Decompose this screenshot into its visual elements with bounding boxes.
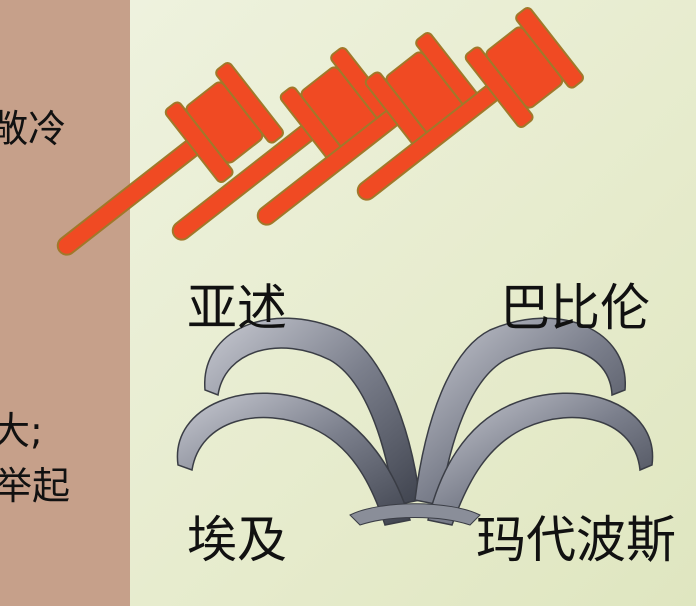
horn-base xyxy=(349,503,481,526)
left-text-line-2: 大; xyxy=(0,409,43,453)
horn-icon xyxy=(176,392,411,526)
left-text-line-3: 举起 xyxy=(0,464,71,508)
label-assyria: 亚述 xyxy=(187,279,287,337)
left-text-line-1: 敞冷 xyxy=(0,107,67,151)
label-egypt: 埃及 xyxy=(187,511,287,569)
label-babylon: 巴比伦 xyxy=(500,279,650,337)
label-medo-persia: 玛代波斯 xyxy=(476,511,676,569)
horn-icon xyxy=(414,317,626,506)
left-panel: 敞冷 大; 举起 xyxy=(0,0,130,606)
horn-icon xyxy=(427,392,654,526)
